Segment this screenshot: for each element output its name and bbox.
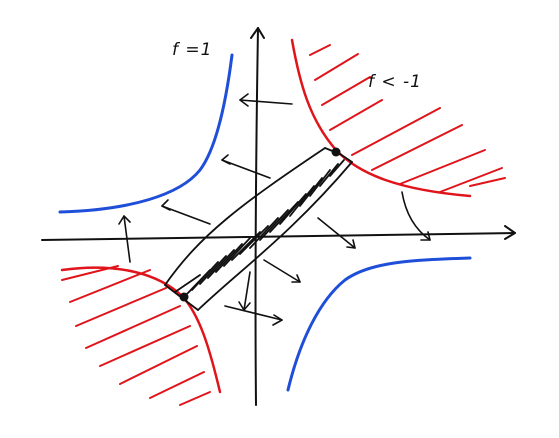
- band-upper-edge: [164, 147, 326, 286]
- level-curve-bottom-right: [286, 256, 472, 392]
- hatched-region-top-right: [309, 44, 506, 193]
- level-curve-top-left: [58, 53, 234, 214]
- x-axis-arrowhead: [504, 225, 516, 240]
- hatched-region-bottom-left: [61, 265, 211, 406]
- arrow-icon: [118, 215, 131, 263]
- arrow-icon: [263, 259, 301, 283]
- label-level-set-positive: f =1: [172, 40, 213, 60]
- arrow-icon: [401, 191, 431, 241]
- level-curve-top-right: [290, 38, 472, 198]
- endpoint-top-right: [331, 147, 341, 157]
- arrow-icon: [238, 271, 251, 311]
- label-level-set-negative: f < -1: [368, 72, 422, 92]
- arrow-icon: [221, 154, 271, 179]
- arrow-icon: [239, 93, 293, 107]
- y-axis: [254, 27, 259, 406]
- band-strip: [164, 147, 353, 311]
- axes: [41, 27, 516, 406]
- level-set-positive-curves: [58, 53, 472, 392]
- band-rungs: [174, 159, 345, 297]
- arrow-icon: [317, 217, 356, 249]
- arrow-icon: [161, 199, 211, 225]
- endpoint-bottom-left: [179, 292, 189, 302]
- x-axis: [41, 232, 516, 241]
- arrow-icon: [224, 305, 283, 326]
- band-lower-edge: [197, 161, 353, 311]
- flow-arrows: [118, 93, 431, 326]
- y-axis-arrowhead: [250, 27, 265, 39]
